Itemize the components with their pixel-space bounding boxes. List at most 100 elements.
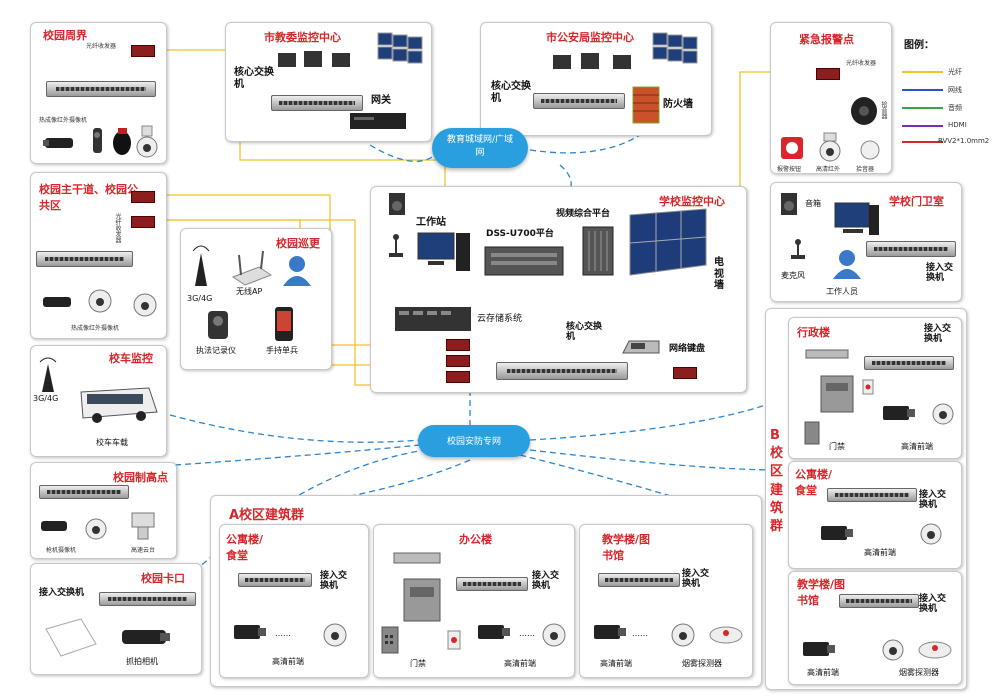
dome-camera-icon: [88, 289, 112, 313]
zone-campus-a: A校区建筑群 公寓楼/食堂 接入交换机 …… 高清前端 办公楼 接入交换机 门禁…: [210, 495, 762, 687]
hd-camera-icon: [594, 625, 626, 639]
access-switch: [598, 573, 680, 587]
building-title: 办公楼: [459, 533, 492, 546]
hd-camera-icon: [478, 625, 510, 639]
core-switch: [271, 95, 363, 111]
speaker-box-icon: [389, 193, 405, 215]
video-wall-icon: [652, 32, 698, 64]
smoke-detector-icon: [918, 641, 952, 659]
speaker-label: 音箱: [805, 199, 821, 208]
building-title: 公寓楼/食堂: [795, 468, 833, 497]
cloud-label: 校园安防专网: [446, 437, 501, 447]
fiber-converter: [816, 68, 840, 80]
video-wall-icon: [377, 32, 423, 64]
zone-title: 校车监控: [109, 352, 153, 365]
switch-label: 核心交换机: [491, 81, 531, 104]
access-switch: [827, 488, 917, 502]
card-reader-icon: [804, 421, 820, 445]
controller-icon: [403, 578, 441, 622]
smoke-label: 烟雾探测器: [899, 668, 939, 677]
dashed-line: [519, 454, 701, 506]
antenna-icon: [39, 357, 57, 392]
front-label: 高清前端: [504, 659, 536, 668]
door-label: 门禁: [410, 659, 426, 668]
core-switch: [496, 362, 628, 380]
zone-campus-perimeter: 校园周界 光纤收发器 热成像红外摄像机: [30, 22, 167, 164]
firewall-icon: [632, 86, 660, 124]
gateway-icon: [350, 113, 406, 129]
video-platform-icon: [582, 226, 614, 276]
zone-edu-center: 市教委监控中心 核心交换机 网关: [225, 22, 432, 142]
switch-label: 核心交换机: [234, 67, 274, 90]
access-switch: [238, 573, 312, 587]
dots: ……: [632, 629, 648, 638]
cam-label: 高清红外: [816, 166, 841, 173]
zone-police-center: 市公安局监控中心 核心交换机 防火墙: [480, 22, 712, 136]
camera-icon: [43, 138, 73, 148]
camera-icon: [93, 128, 102, 153]
access-switch: [866, 241, 956, 257]
building-title: 公寓楼/食堂: [226, 533, 264, 562]
network-switch: [46, 81, 156, 97]
front-label: 高清前端: [600, 659, 632, 668]
access-switch: [839, 594, 919, 608]
dome-camera-icon: [671, 623, 695, 647]
camera-label: 热成像红外摄像机: [71, 325, 120, 332]
switch-label: 接入交换机: [39, 588, 85, 598]
sound-label: 拾音器: [856, 166, 875, 173]
platform-label: DSS-U700平台: [486, 229, 554, 239]
legend: 图例： 光纤 网线 音频 HDMI RVV2*1.0mm2: [898, 22, 993, 152]
user-icon: [833, 250, 861, 279]
hd-camera-icon: [234, 625, 266, 639]
legend-item: HDMI: [948, 121, 967, 129]
access-switch: [864, 356, 954, 370]
staff-label: 工作人员: [826, 287, 858, 296]
zone-title: 学校监控中心: [659, 195, 725, 208]
legend-item: 音频: [948, 104, 962, 112]
fiber-converter: [673, 367, 697, 379]
dome-camera-icon: [920, 523, 942, 545]
recorder-icon: [208, 311, 228, 339]
camera-icon: [43, 297, 71, 307]
zone-title: 市教委监控中心: [264, 31, 341, 44]
dashed-line: [559, 164, 572, 191]
building-title: 行政楼: [797, 326, 830, 339]
camera-icon: [41, 521, 67, 531]
smoke-label: 烟雾探测器: [682, 659, 722, 668]
car-outline-icon: [45, 618, 97, 657]
platform-server-icon: [484, 246, 564, 276]
smoke-detector-icon: [709, 626, 743, 644]
camera-label: 抓拍相机: [126, 657, 158, 666]
fiber-converter: [131, 216, 155, 228]
legend-swatches: [902, 71, 943, 143]
zone-title: 校园周界: [43, 29, 87, 42]
legend-item: 网线: [948, 86, 962, 94]
zone-title: 学校门卫室: [889, 195, 944, 208]
campus-a-dorm: 公寓楼/食堂 接入交换机 …… 高清前端: [219, 524, 369, 678]
dashed-line: [529, 449, 781, 471]
microphone-icon: [791, 239, 805, 259]
zone-title: 紧急报警点: [799, 33, 854, 46]
building-title: 教学楼/图书馆: [602, 533, 651, 562]
zone-title: A校区建筑群: [229, 508, 305, 523]
zone-alarm: 紧急报警点 光纤收发器 拾音器 报警按钮 高清红外 拾音器: [770, 22, 892, 174]
camera-icon: [122, 630, 170, 644]
switch-label: 接入交换机: [919, 490, 947, 511]
converter-label: 光纤收发器: [846, 60, 877, 67]
core-switch: [533, 93, 625, 109]
switch-label: 接入交换机: [682, 569, 710, 590]
firewall-label: 防火墙: [663, 99, 693, 110]
server-icon: [278, 51, 350, 67]
campus-a-teach: 教学楼/图书馆 接入交换机 …… 高清前端 烟雾探测器: [579, 524, 753, 678]
server-icon: [553, 53, 631, 69]
dome-camera-icon: [932, 403, 954, 425]
converter-label: 光纤收发器: [114, 213, 121, 243]
ap-label: 无线AP: [236, 287, 263, 296]
tv-wall-label: 电视墙: [714, 257, 724, 291]
workstation-icon: [417, 232, 470, 271]
hd-camera-icon: [803, 642, 835, 656]
speaker-icon: [851, 97, 877, 125]
keyboard-label: 网络键盘: [669, 344, 706, 354]
dome-camera-icon: [85, 518, 107, 540]
